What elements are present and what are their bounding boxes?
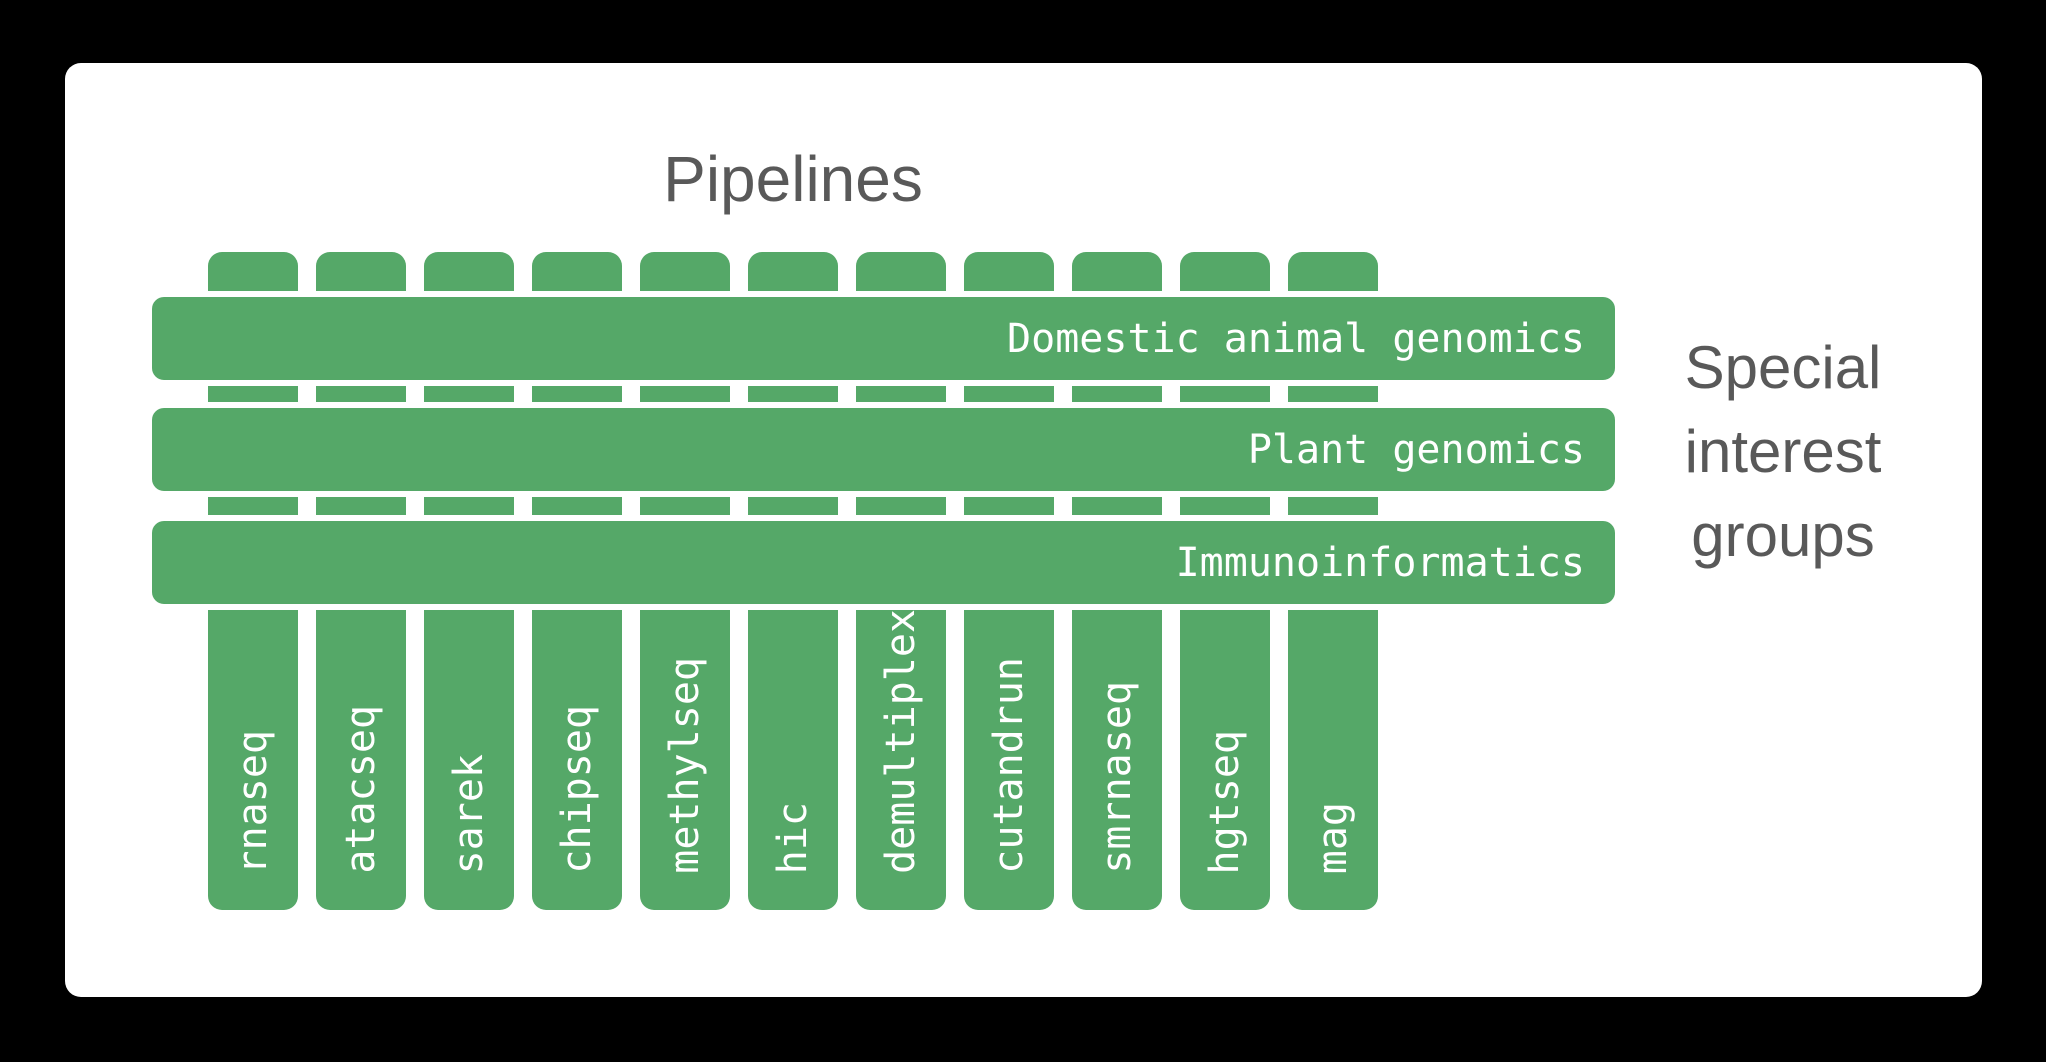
- pipeline-label: sarek: [446, 753, 492, 874]
- pipeline-label: atacseq: [338, 705, 384, 874]
- group-bar-domestic-animal-genomics: Domestic animal genomics: [146, 291, 1621, 386]
- pipelines-title: Pipelines: [663, 143, 923, 215]
- pipeline-label: mag: [1310, 801, 1356, 874]
- group-label: Plant genomics: [1247, 426, 1585, 473]
- pipeline-label: hgtseq: [1202, 729, 1248, 875]
- pipeline-label: cutandrun: [986, 657, 1032, 874]
- group-label: Domestic animal genomics: [1007, 315, 1585, 362]
- pipeline-label: rnaseq: [230, 729, 276, 875]
- diagram-card: Pipelines rnaseq atacseq sarek chipseq m…: [65, 63, 1982, 997]
- side-label-line: groups: [1691, 502, 1875, 569]
- group-label: Immunoinformatics: [1175, 539, 1585, 586]
- group-bar-plant-genomics: Plant genomics: [146, 402, 1621, 497]
- pipeline-label: chipseq: [554, 705, 600, 874]
- side-label-line: interest: [1684, 418, 1882, 485]
- pipeline-label: demultiplex: [878, 609, 924, 874]
- group-bar-immunoinformatics: Immunoinformatics: [146, 515, 1621, 610]
- side-label-line: Special: [1684, 334, 1882, 401]
- pipeline-label: hic: [770, 801, 816, 874]
- pipeline-label: methylseq: [662, 657, 708, 874]
- pipeline-label: smrnaseq: [1094, 681, 1140, 874]
- special-interest-groups-title: Special interest groups: [1685, 326, 1882, 578]
